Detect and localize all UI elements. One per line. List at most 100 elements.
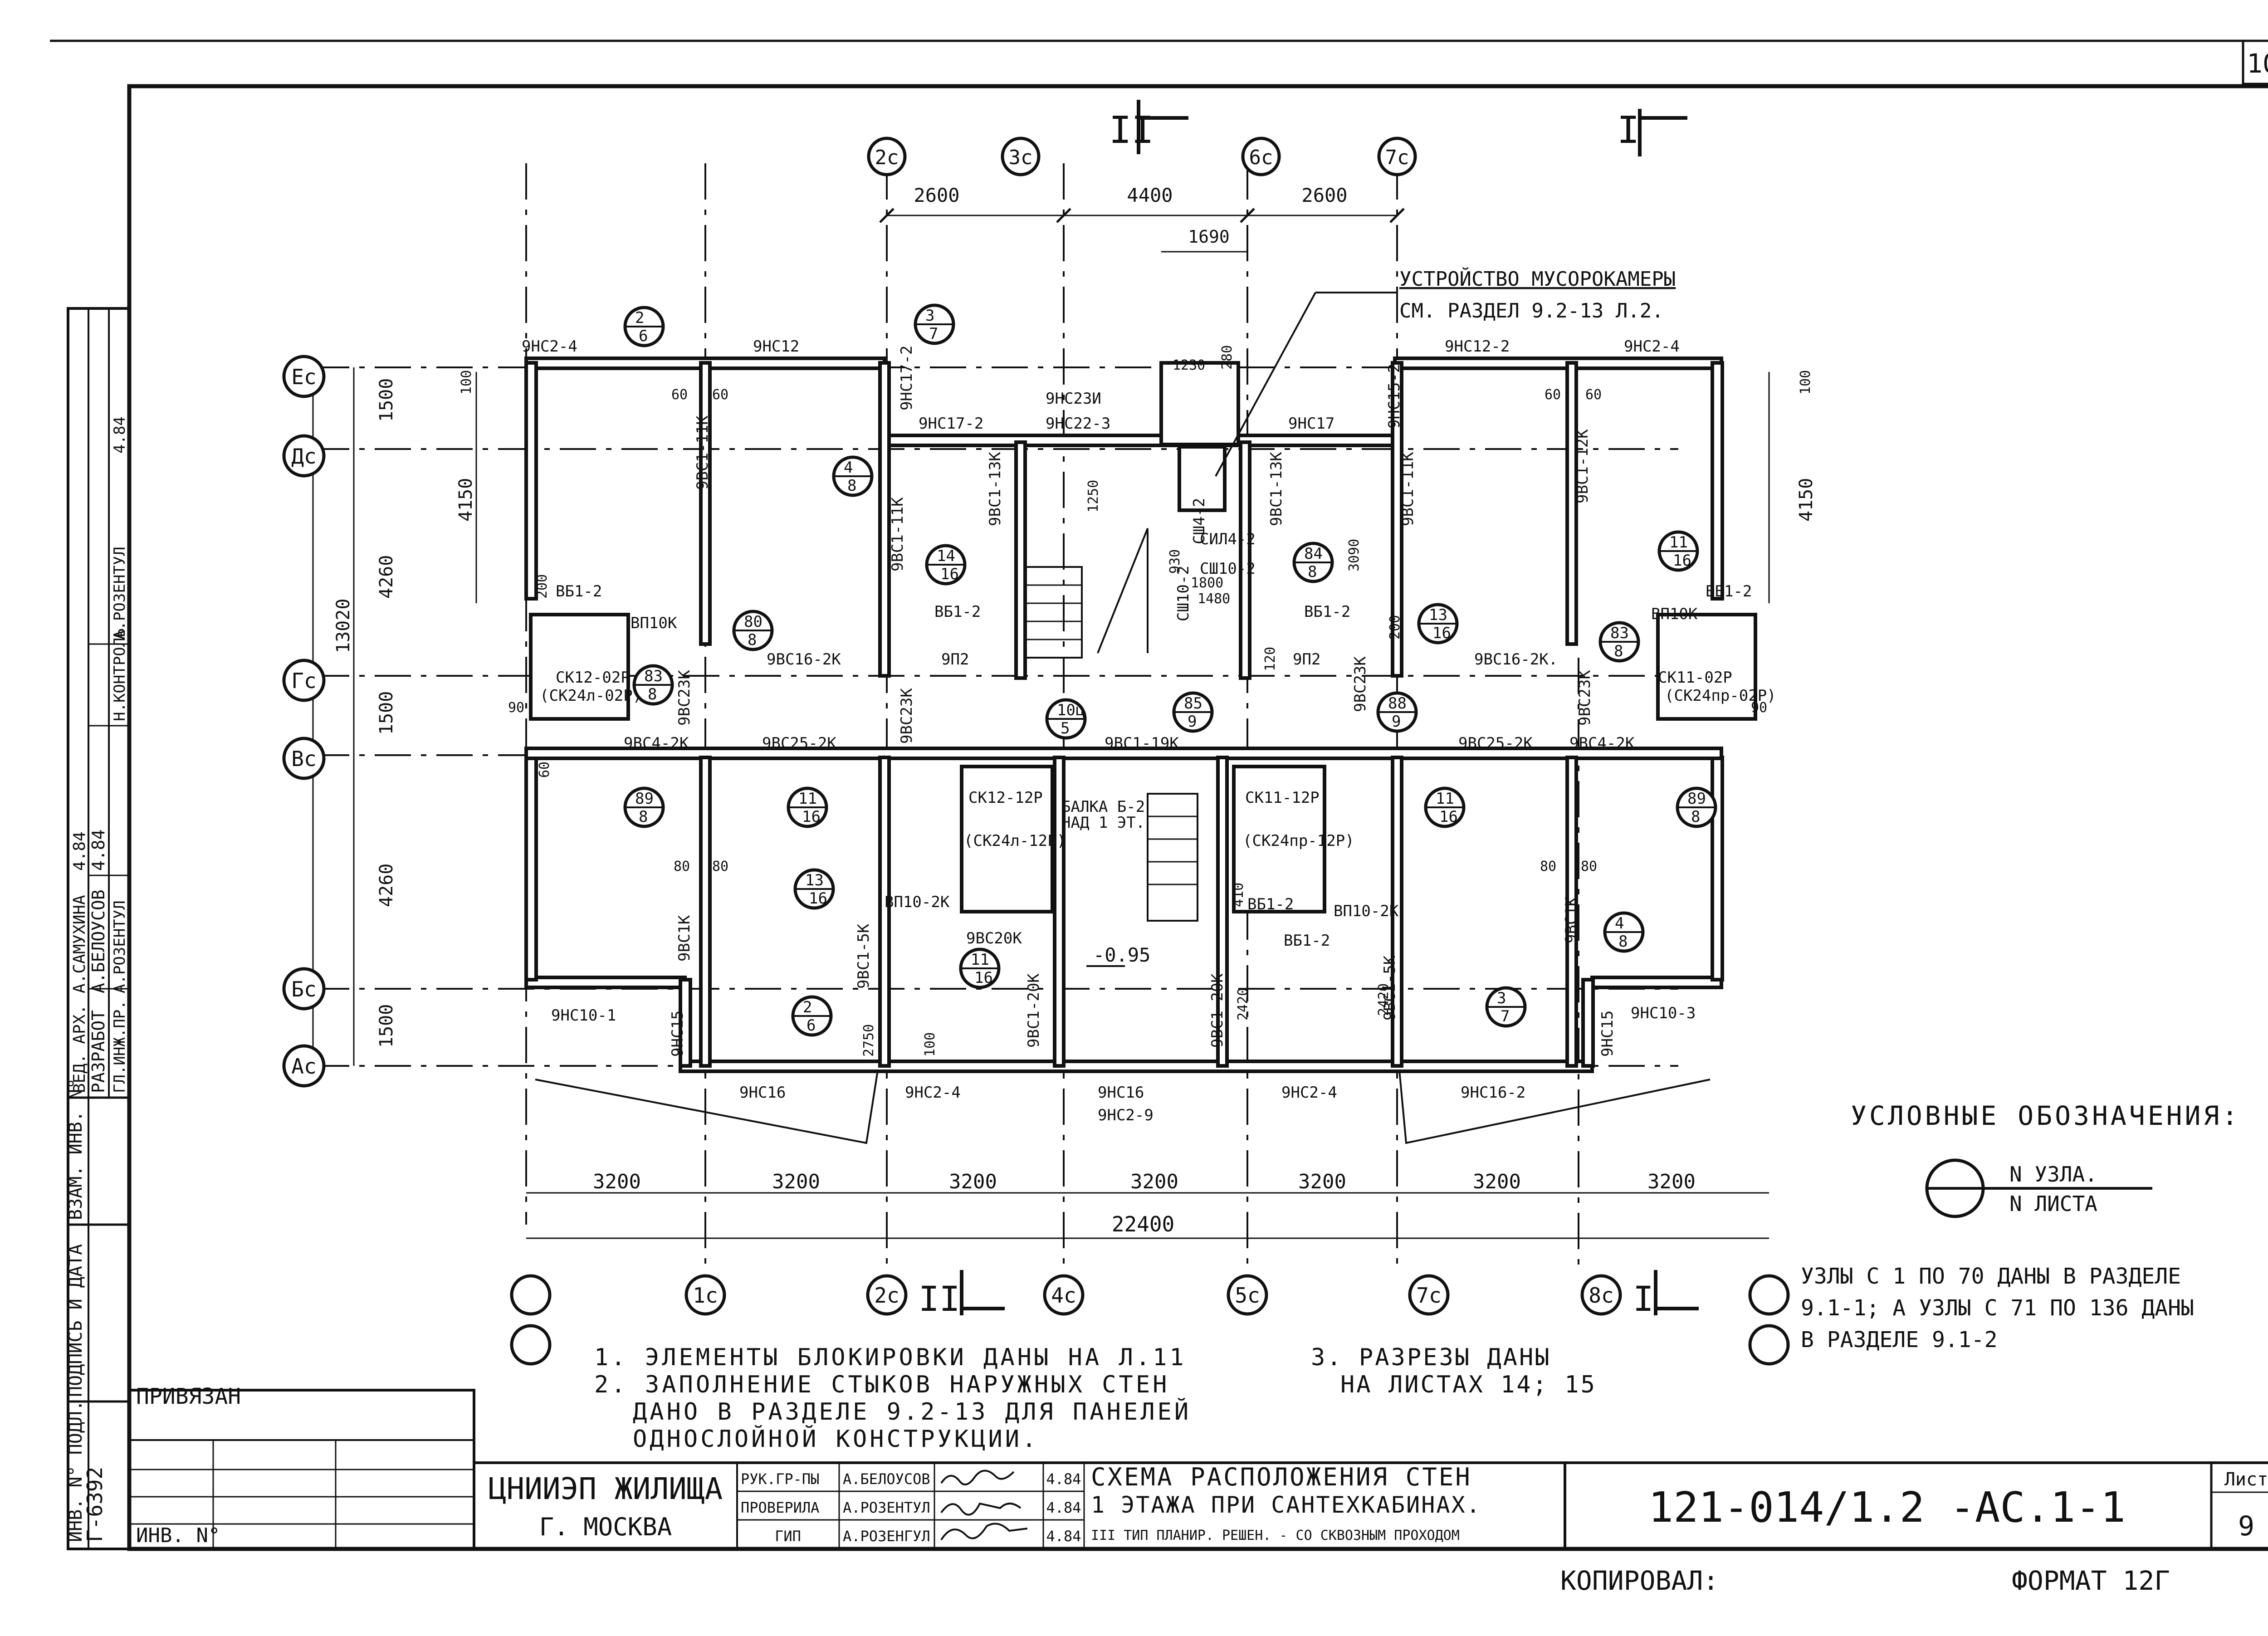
- node-callout-bottom: 16: [1432, 624, 1451, 642]
- panel-label: 9ВС1-20К: [1208, 973, 1227, 1048]
- dimension-number: 60: [1545, 387, 1561, 403]
- panel-label: (СК24пр-12Р): [1243, 832, 1354, 850]
- panel-label: 9НС23И: [1046, 390, 1101, 408]
- panel-label: 9ВС23К: [675, 670, 694, 726]
- dim-left-inner: 4150: [455, 478, 476, 522]
- node-callout-top: 4: [1615, 914, 1624, 933]
- panel-label: 9ВС23К: [898, 688, 916, 744]
- stamp-role-2: ПРОВЕРИЛА: [741, 1499, 819, 1516]
- panel-label: СК11-12Р: [1245, 789, 1320, 807]
- dim-left-3: 1500: [376, 691, 397, 735]
- side-date-1: 4.84: [88, 829, 108, 871]
- node-callout-bottom: 8: [1614, 642, 1623, 660]
- stamp-name-3: А.РОЗЕНГУЛ: [843, 1528, 930, 1545]
- axis-bottom-8c: 8с: [1589, 1283, 1613, 1308]
- legend-title: УСЛОВНЫЕ ОБОЗНАЧЕНИЯ:: [1851, 1100, 2240, 1131]
- node-callout: 48: [1603, 911, 1645, 953]
- inv-no-label: ИНВ. N°: [136, 1524, 220, 1547]
- axis-top-3c: 3с: [1009, 146, 1033, 169]
- dimension-number: 3090: [1346, 539, 1362, 571]
- side-name-1: А.БЕЛОУСОВ: [88, 889, 108, 993]
- sheet-title-line3: III ТИП ПЛАНИР. РЕШЕН. - СО СКВОЗНЫМ ПРО…: [1091, 1528, 1460, 1543]
- panel-label: (СК24л-12Р): [964, 832, 1066, 850]
- panel-label: БАЛКА Б-2: [1061, 798, 1145, 816]
- format-label: ФОРМАТ 12Г: [2012, 1565, 2170, 1596]
- panel-label: 9ВС1-20К: [1025, 973, 1043, 1048]
- node-callout-bottom: 8: [847, 477, 856, 495]
- panel-label: 9ВС1-5К: [1381, 955, 1399, 1021]
- node-callout-top: 85: [1184, 694, 1202, 713]
- axis-top-6c: 6с: [1249, 146, 1273, 169]
- dimension-number: 100: [922, 1032, 938, 1057]
- legend-node-bottom: N ЛИСТА: [2009, 1192, 2097, 1216]
- node-callout-bottom: 16: [940, 565, 959, 583]
- side-stamp-label-sign: ПОДПИСЬ И ДАТА: [65, 1244, 86, 1397]
- panel-label: СИЛ4-2: [1200, 530, 1256, 548]
- panel-label: 9ВС25-2К: [762, 734, 836, 752]
- list-number: 9: [2238, 1510, 2254, 1542]
- node-callout-top: 11: [971, 951, 989, 969]
- side-name-2: А.САМУХИНА: [70, 895, 89, 993]
- panel-label: СК11-02Р: [1658, 669, 1732, 687]
- note-3b: НА ЛИСТАХ 14; 15: [1340, 1371, 1597, 1398]
- side-role-1: РАЗРАБОТ: [88, 1010, 108, 1093]
- panel-label: 9ВС16-2К: [767, 650, 841, 669]
- panel-label: ВБ1-2: [1284, 932, 1330, 950]
- axis-left-Ec: Ес: [291, 365, 316, 389]
- dim-left-5: 1500: [376, 1004, 397, 1048]
- side-stamp-label-inv: ИНВ. N° ПОДЛ.: [65, 1400, 86, 1542]
- dimension-number: 60: [671, 387, 688, 403]
- dim-bottom-7: 3200: [1647, 1170, 1696, 1193]
- panel-label: 9ВС23К: [1576, 670, 1594, 726]
- legend-note-3: В РАЗДЕЛЕ 9.1-2: [1801, 1327, 1997, 1353]
- node-callout-bottom: 6: [639, 327, 648, 345]
- signature-3: [940, 1523, 1028, 1541]
- dimension-number: 60: [1585, 387, 1602, 403]
- panel-label: 9НС22-3: [1046, 415, 1110, 433]
- note-2b: ДАНО В РАЗДЕЛЕ 9.2-13 ДЛЯ ПАНЕЛЕЙ: [633, 1398, 1191, 1426]
- node-callout-bottom: 6: [807, 1016, 816, 1035]
- panel-label: НАД 1 ЭТ.: [1061, 814, 1145, 832]
- chute-note-line1: УСТРОЙСТВО МУСОРОКАМЕРЫ: [1399, 267, 1676, 291]
- note-2c: ОДНОСЛОЙНОЙ КОНСТРУКЦИИ.: [633, 1425, 1039, 1453]
- dimension-number: 2750: [861, 1024, 877, 1057]
- panel-label: ВП10К: [1651, 605, 1698, 623]
- node-callout: 898: [623, 786, 665, 828]
- dimension-number: 80: [1581, 859, 1597, 874]
- axis-top-2c: 2с: [875, 146, 899, 169]
- panel-label: СК12-12Р: [968, 789, 1043, 807]
- dimension-number: 80: [712, 859, 728, 874]
- panel-label: 9ВС1К: [1562, 897, 1580, 943]
- section-II-bottom: II: [919, 1279, 960, 1319]
- dimension-number: 90: [1751, 700, 1767, 716]
- inv-code: Г-6392: [83, 1467, 107, 1542]
- node-callout-bottom: 16: [802, 808, 821, 826]
- section-I-bottom: I: [1633, 1279, 1654, 1319]
- dim-top-2: 4400: [1127, 184, 1173, 206]
- dimension-number: 90: [508, 700, 524, 716]
- node-callout-top: 14: [937, 547, 955, 565]
- side-date-2: 4.84: [70, 831, 89, 871]
- stamp-name-1: А.БЕЛОУСОВ: [843, 1470, 930, 1488]
- panel-label: 9ВС25-2К: [1458, 734, 1533, 752]
- panel-label: СК12-02Р: [556, 669, 630, 687]
- node-callout-top: 3: [1497, 989, 1506, 1007]
- dim-bottom-4: 3200: [1130, 1170, 1178, 1193]
- note-3: 3. РАЗРЕЗЫ ДАНЫ: [1311, 1344, 1551, 1371]
- panel-label: ВП10-2К: [885, 893, 950, 911]
- node-callout: 838: [632, 664, 674, 706]
- panel-label: ВБ1-2: [1304, 603, 1350, 621]
- node-callout-top: 89: [635, 790, 654, 808]
- panel-label: 9НС2-9: [1098, 1106, 1154, 1124]
- dim-bottom-3: 3200: [949, 1170, 997, 1193]
- legend-note-2: 9.1-1; А УЗЛЫ С 71 ПО 136 ДАНЫ: [1801, 1295, 2194, 1321]
- dim-bottom-1: 3200: [593, 1170, 641, 1193]
- axis-bottom-5c: 5с: [1235, 1283, 1260, 1308]
- panel-label: ВБ1-2: [556, 582, 602, 601]
- sheet-title-line1: СХЕМА РАСПОЛОЖЕНИЯ СТЕН: [1091, 1463, 1472, 1491]
- panel-label: 9ВС1-12К: [1574, 429, 1592, 503]
